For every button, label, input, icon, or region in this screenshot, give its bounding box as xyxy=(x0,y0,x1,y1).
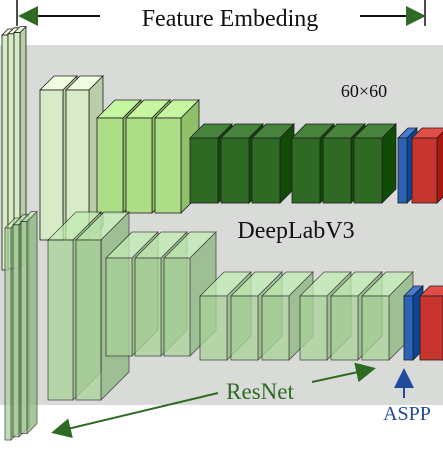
bottom-stage3-block-1-front xyxy=(105,257,133,357)
top-stage3-block-3-front xyxy=(154,117,182,214)
top-stage2-block-1-front xyxy=(39,89,64,241)
bottom-stage1-plate-3-front xyxy=(20,221,28,435)
top-stage3-block-3 xyxy=(154,99,200,214)
resolution-label: 60×60 xyxy=(341,81,387,101)
bottom-stage1-plate-1-front xyxy=(4,227,12,441)
top-output-block-side xyxy=(436,131,443,204)
top-output-block-front xyxy=(411,137,438,204)
bottom-stage4-block-6-front xyxy=(361,295,390,361)
header-title: Feature Embeding xyxy=(142,6,319,32)
feature-embedding-header: Feature Embeding xyxy=(16,0,426,32)
bottom-encoder-row xyxy=(4,210,443,441)
top-stage3-block-2-front xyxy=(125,117,153,214)
bottom-stage1-plate-2-front xyxy=(12,224,20,438)
bottom-stage1-plate-3 xyxy=(20,210,38,435)
top-stage4-block-3 xyxy=(251,123,295,204)
bottom-stage4-block-3-front xyxy=(261,295,290,361)
top-stage4-block-6-front xyxy=(353,137,383,204)
top-stage4-block-2-front xyxy=(220,137,250,204)
bottom-stage4-block-2-front xyxy=(230,295,259,361)
bottom-output-block xyxy=(419,285,443,361)
top-aspp-block-front xyxy=(397,137,408,204)
aspp-label: ASPP xyxy=(383,403,431,425)
top-stage4-block-3-front xyxy=(251,137,281,204)
resnet-arrow-right xyxy=(311,362,376,383)
bottom-stage3-block-3-front xyxy=(163,257,191,357)
bottom-stage4-block-5-front xyxy=(330,295,359,361)
bottom-stage3-block-2-front xyxy=(134,257,162,357)
top-stage4-block-5-front xyxy=(322,137,352,204)
top-stage3-block-1-front xyxy=(96,117,124,214)
bottom-stage4-block-1-front xyxy=(199,295,228,361)
bottom-stage2-block-1-front xyxy=(47,239,74,401)
top-output-block xyxy=(411,127,443,204)
bottom-stage1-plate-3-side xyxy=(26,210,38,435)
top-stage4-block-6-side xyxy=(381,123,397,204)
top-stage4-block-4-front xyxy=(291,137,321,204)
resnet-label: ResNet xyxy=(226,379,294,404)
bottom-stage2-block-2-front xyxy=(75,239,102,401)
top-stage4-block-6 xyxy=(353,123,397,204)
bottom-aspp-block-front xyxy=(403,295,414,361)
resnet-arrow-left xyxy=(51,392,219,439)
bottom-stage4-block-4-front xyxy=(299,295,328,361)
top-encoder-row xyxy=(1,25,443,271)
top-stage4-block-1-front xyxy=(189,137,219,204)
deeplabv3-label: DeepLabV3 xyxy=(237,218,354,244)
bottom-output-block-front xyxy=(419,295,443,361)
